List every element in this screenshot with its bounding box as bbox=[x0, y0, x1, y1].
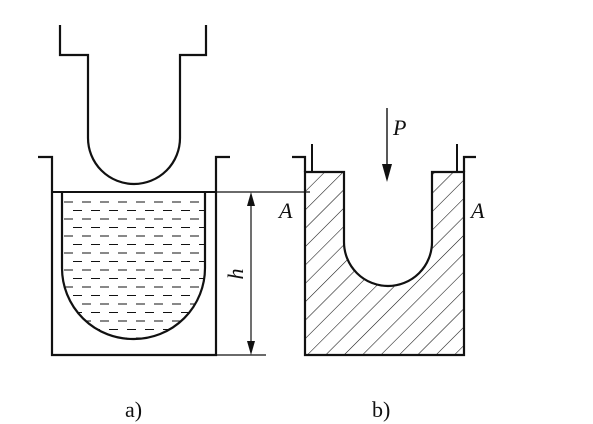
punch-a bbox=[58, 25, 208, 186]
inner-blank-a bbox=[60, 192, 207, 341]
caption-b: b) bbox=[372, 397, 390, 422]
figure-b: P A A b) bbox=[277, 108, 485, 422]
force-arrow-icon bbox=[382, 108, 392, 182]
figure-a: h a) bbox=[38, 25, 310, 422]
liquid-a bbox=[64, 201, 205, 339]
section-label-right: A bbox=[469, 198, 485, 223]
container-a bbox=[38, 155, 230, 357]
dimension-h bbox=[247, 192, 255, 355]
height-label: h bbox=[223, 269, 248, 280]
section-label-left: A bbox=[277, 198, 293, 223]
container-flange-right-b bbox=[462, 155, 476, 172]
caption-a: a) bbox=[125, 397, 142, 422]
force-label: P bbox=[392, 115, 406, 140]
formed-part-b bbox=[303, 170, 466, 357]
container-flange-left-b bbox=[292, 155, 307, 172]
